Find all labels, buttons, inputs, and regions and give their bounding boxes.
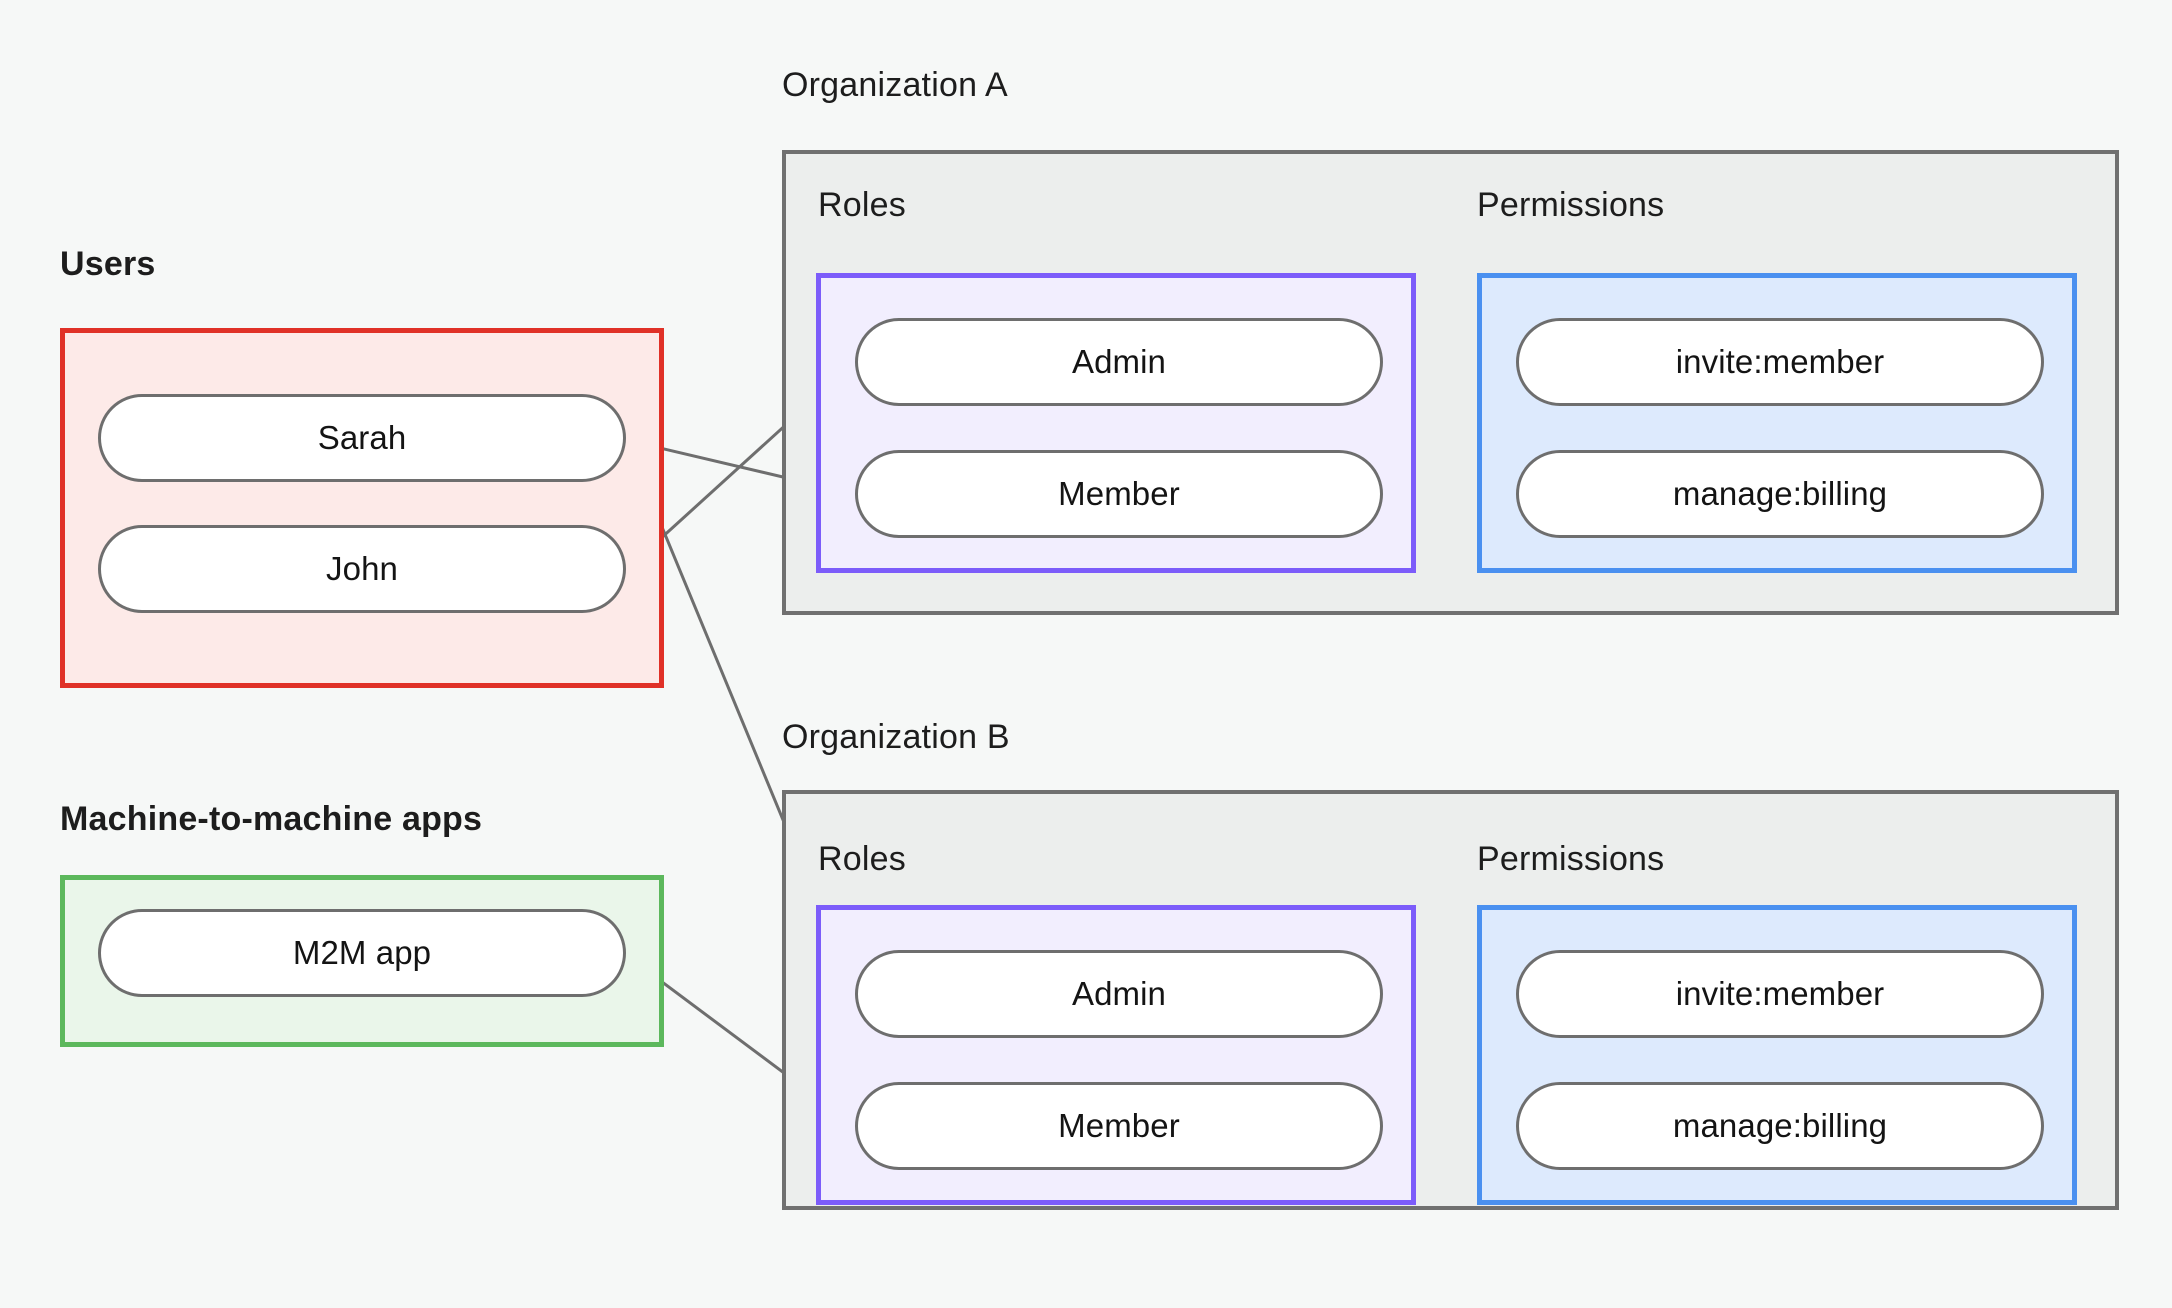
org-b-role-node-admin[interactable]: Admin (855, 950, 1383, 1038)
org-a-permissions-label: Permissions (1477, 186, 1665, 224)
users-group-box (60, 328, 664, 688)
user-node-sarah[interactable]: Sarah (98, 394, 626, 482)
org-a-label: Organization A (782, 66, 1008, 104)
m2m-node-app-label: M2M app (292, 934, 432, 971)
m2m-node-app[interactable]: M2M app (98, 909, 626, 997)
org-b-role-node-member-label: Member (1058, 1107, 1180, 1144)
org-a-permission-node-invite-label: invite:member (1675, 343, 1885, 380)
org-b-roles-label: Roles (818, 840, 906, 878)
org-b-role-node-member[interactable]: Member (855, 1082, 1383, 1170)
org-a-role-node-admin-label: Admin (1071, 343, 1167, 380)
org-b-permission-node-billing-label: manage:billing (1672, 1107, 1888, 1144)
user-node-john[interactable]: John (98, 525, 626, 613)
users-group-label: Users (60, 245, 156, 283)
org-a-roles-label: Roles (818, 186, 906, 224)
org-b-role-node-admin-label: Admin (1071, 975, 1167, 1012)
org-a-permission-node-billing[interactable]: manage:billing (1516, 450, 2044, 538)
org-b-permission-node-invite[interactable]: invite:member (1516, 950, 2044, 1038)
org-a-role-node-member[interactable]: Member (855, 450, 1383, 538)
org-a-role-node-admin[interactable]: Admin (855, 318, 1383, 406)
org-b-permissions-label: Permissions (1477, 840, 1665, 878)
org-a-permission-node-billing-label: manage:billing (1672, 475, 1888, 512)
org-b-permission-node-invite-label: invite:member (1675, 975, 1885, 1012)
org-a-permission-node-invite[interactable]: invite:member (1516, 318, 2044, 406)
org-b-label: Organization B (782, 718, 1010, 756)
user-node-john-label: John (326, 550, 398, 587)
org-a-role-node-member-label: Member (1058, 475, 1180, 512)
m2m-group-label: Machine-to-machine apps (60, 800, 483, 838)
org-b-permission-node-billing[interactable]: manage:billing (1516, 1082, 2044, 1170)
user-node-sarah-label: Sarah (317, 419, 407, 456)
